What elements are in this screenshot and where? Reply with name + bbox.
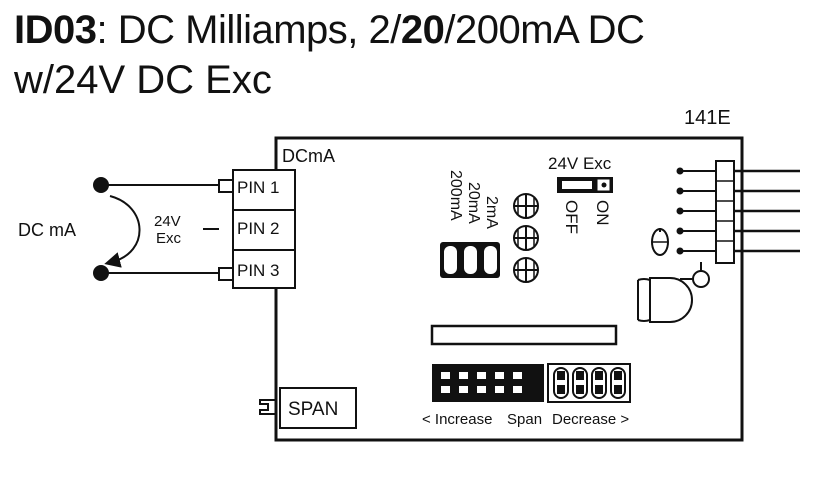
range-label-20ma: 20mA bbox=[465, 182, 482, 224]
pin-2-label: PIN 2 bbox=[237, 219, 280, 238]
loop-wiring: DC mA 24V Exc bbox=[18, 177, 219, 281]
range-pots bbox=[513, 193, 539, 283]
range-label-200ma: 200mA bbox=[447, 170, 464, 221]
terminal-block: PIN 1 PIN 2 PIN 3 bbox=[218, 169, 296, 289]
switch-off-label: OFF bbox=[562, 200, 581, 234]
signal-label: DC mA bbox=[18, 220, 76, 240]
switch-on-label: ON bbox=[593, 200, 612, 226]
led-indicator bbox=[680, 262, 710, 288]
output-pins bbox=[676, 160, 800, 264]
title-text-pre: DC Milliamps, 2/ bbox=[117, 8, 402, 52]
span-increase-label: < Increase bbox=[422, 411, 492, 428]
range-jumper[interactable] bbox=[440, 242, 500, 278]
span-center-label: Span bbox=[507, 411, 542, 428]
relay-component bbox=[637, 277, 693, 323]
title-separator: : bbox=[96, 8, 118, 52]
range-labels: 2mA 20mA 200mA bbox=[447, 170, 500, 229]
exc-label-top: 24V bbox=[154, 213, 181, 230]
module-label: DCmA bbox=[282, 146, 335, 166]
span-dip-decrease[interactable] bbox=[547, 363, 631, 403]
span-dip-increase[interactable] bbox=[432, 364, 544, 402]
capacitor-component bbox=[651, 228, 669, 256]
title-text-post: /200mA DC bbox=[444, 8, 645, 52]
model-code: ID03 bbox=[14, 8, 97, 52]
current-arrow bbox=[104, 195, 141, 268]
pin-1-label: PIN 1 bbox=[237, 178, 280, 197]
range-label-2ma: 2mA bbox=[483, 196, 500, 229]
span-box-label: SPAN bbox=[288, 399, 338, 420]
excitation-label: 24V Exc bbox=[548, 154, 612, 173]
excitation-switch[interactable]: 24V Exc OFF ON bbox=[548, 154, 613, 234]
display-bar bbox=[430, 324, 618, 346]
model-label: 141E bbox=[684, 107, 731, 129]
diagram-title: ID03: DC Milliamps, 2/20/200mA DC bbox=[14, 6, 645, 54]
diagram-subtitle: w/24V DC Exc bbox=[14, 58, 272, 102]
exc-label-bottom: Exc bbox=[156, 230, 182, 247]
span-box[interactable]: SPAN bbox=[259, 387, 357, 429]
pin-3-label: PIN 3 bbox=[237, 261, 280, 280]
span-decrease-label: Decrease > bbox=[552, 411, 629, 428]
title-text-bold: 20 bbox=[400, 8, 445, 52]
